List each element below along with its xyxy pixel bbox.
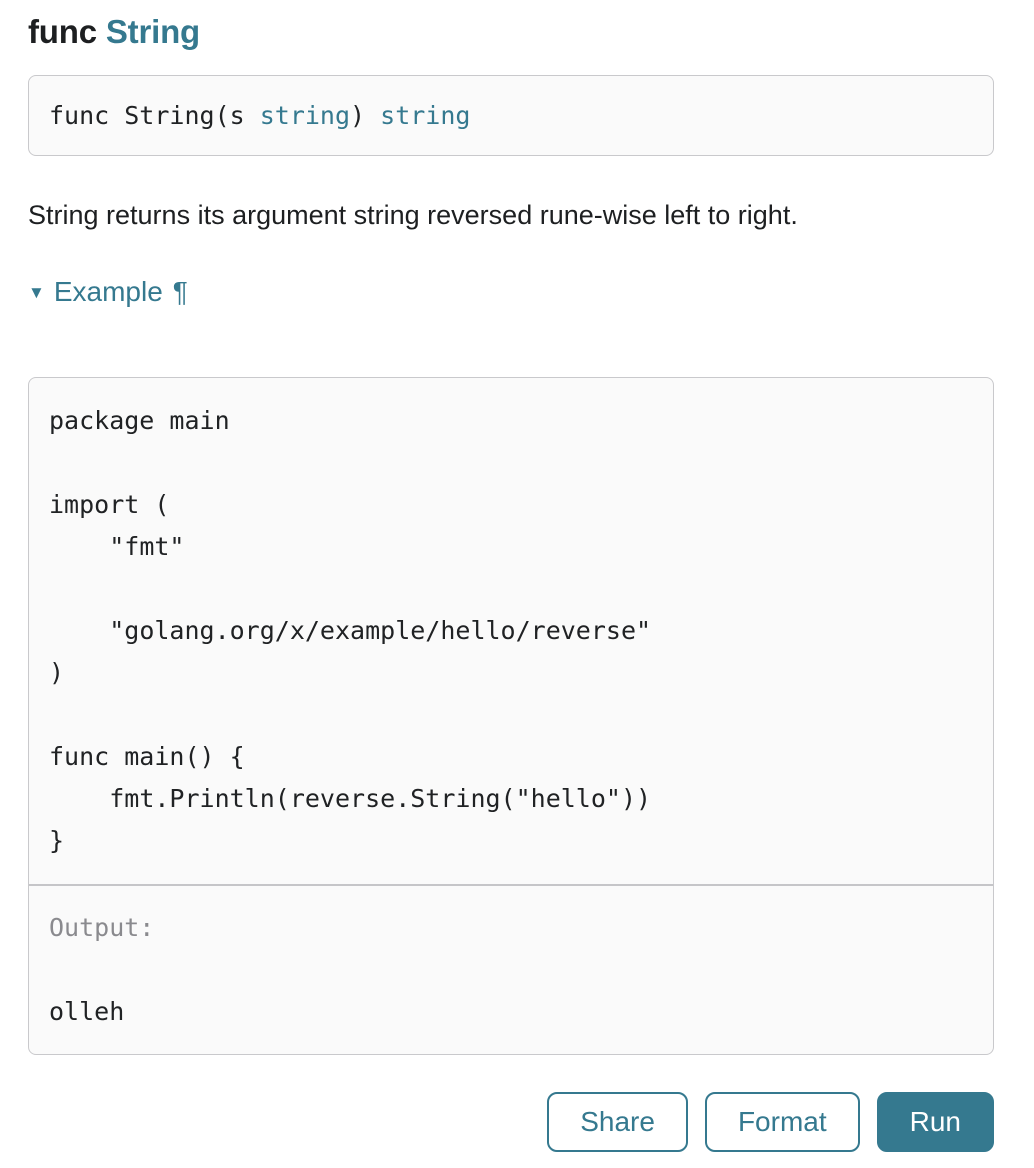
run-button[interactable]: Run: [876, 1091, 994, 1152]
signature-text: func String(s: [49, 100, 260, 130]
output-pane: Output: olleh: [29, 883, 993, 1054]
playground-controls: Share Format Run: [28, 1091, 994, 1152]
code-editor[interactable]: package main import ( "fmt" "golang.org/…: [29, 378, 993, 884]
code-line[interactable]: [49, 568, 973, 610]
permalink-pilcrow-icon[interactable]: ¶: [172, 275, 188, 307]
code-line[interactable]: import (: [49, 489, 170, 519]
code-line[interactable]: ): [49, 657, 65, 687]
code-line[interactable]: "golang.org/x/example/hello/reverse": [49, 615, 652, 645]
code-line[interactable]: [49, 694, 973, 736]
return-type-link[interactable]: string: [380, 100, 471, 130]
signature-text: ): [350, 100, 381, 130]
example-toggle[interactable]: ▼ Example ¶: [28, 275, 188, 308]
func-keyword: func: [28, 13, 97, 50]
code-line[interactable]: package main: [49, 405, 230, 435]
code-line[interactable]: }: [49, 825, 65, 855]
example-label: Example: [53, 275, 163, 307]
format-button[interactable]: Format: [704, 1091, 860, 1152]
code-line[interactable]: [49, 442, 973, 484]
output-value: olleh: [49, 996, 125, 1026]
param-type-link[interactable]: string: [259, 100, 351, 130]
chevron-down-icon: ▼: [28, 282, 45, 302]
playground-box: package main import ( "fmt" "golang.org/…: [28, 376, 994, 1055]
code-line[interactable]: "fmt": [49, 531, 185, 561]
output-label: Output:: [49, 912, 155, 942]
output-blank-line: [49, 949, 973, 991]
func-name-link[interactable]: String: [105, 13, 200, 50]
code-line[interactable]: func main() {: [49, 741, 245, 771]
function-description: String returns its argument string rever…: [28, 199, 798, 230]
code-line[interactable]: fmt.Println(reverse.String("hello")): [49, 783, 652, 813]
share-button[interactable]: Share: [547, 1091, 688, 1152]
function-signature: func String(s string) string: [28, 74, 994, 156]
